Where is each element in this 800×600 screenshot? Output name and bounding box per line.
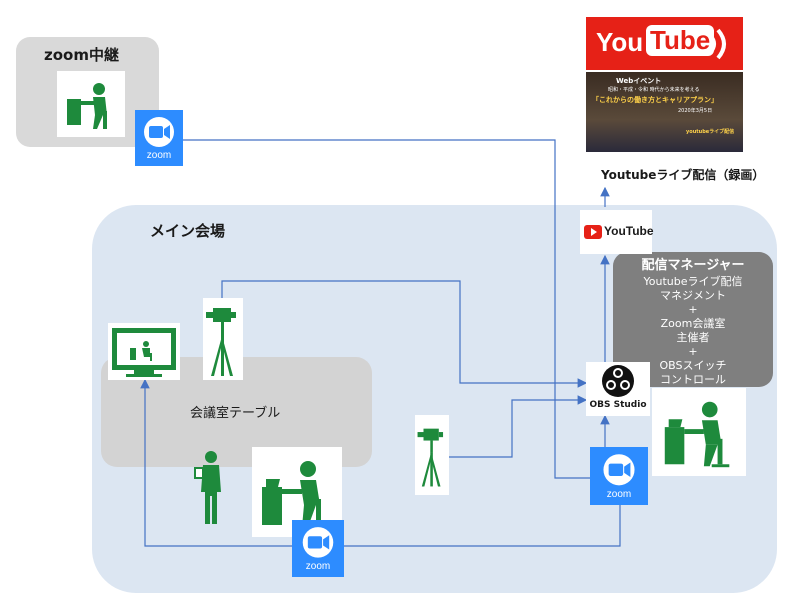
manager-line: +: [688, 303, 698, 316]
person-at-desk-icon: [262, 461, 328, 528]
youtube-logo-tube: Tube: [646, 25, 715, 56]
monitor-icon: [112, 328, 176, 377]
zoom-label: zoom: [606, 489, 632, 500]
video-camera-tripod-icon: [206, 308, 236, 376]
event-banner-date: 2020年3月5日: [678, 108, 713, 114]
event-banner-line1: Webイベント: [616, 77, 662, 85]
youtube-small-logo: YouTube: [580, 210, 654, 254]
zoom-relay-title: zoom中継: [44, 46, 119, 64]
standing-person-icon: [194, 451, 221, 524]
distribution-manager-title: 配信マネージャー: [641, 258, 745, 273]
zoom-app-tile: zoom: [135, 110, 183, 166]
zoom-camera-icon: [144, 117, 174, 147]
manager-line: コントロール: [660, 373, 726, 386]
person-at-desk-icon: [67, 83, 107, 129]
manager-line: OBSスイッチ: [659, 359, 727, 372]
zoom-label: zoom: [305, 561, 331, 572]
manager-line: Zoom会議室: [660, 317, 726, 330]
manager-line: 主催者: [676, 331, 710, 344]
event-banner-image: Webイベント 昭和・平成・令和 時代から未来を考える 「これからの働き方とキャ…: [586, 72, 743, 152]
event-banner-line3: 「これからの働き方とキャリアプラン」: [592, 96, 718, 104]
obs-studio-label: OBS Studio: [589, 400, 647, 410]
video-camera-tripod-icon: [417, 428, 444, 487]
zoom-camera-icon: [302, 527, 334, 558]
conference-table-label: 会議室テーブル: [190, 406, 281, 421]
manager-line: +: [688, 345, 698, 358]
remote-participant-card: [57, 71, 125, 137]
obs-studio-logo: OBS Studio: [586, 362, 650, 416]
youtube-small-logo-text: YouTube: [604, 224, 654, 238]
obs-studio-icon: [602, 365, 634, 397]
line-camera2-to-obs: [449, 395, 588, 458]
camera-tripod-1: [203, 298, 243, 380]
line-zoom-to-monitor: [140, 378, 621, 547]
zoom-app-tile: zoom: [590, 447, 648, 505]
youtube-logo-banner: You Tube: [586, 17, 743, 70]
line-camera1-to-obs: [221, 280, 588, 388]
event-banner-footer: youtubeライブ配信: [686, 129, 735, 135]
person-at-desk-icon: [664, 401, 730, 468]
broadcast-waves-icon: [708, 28, 726, 60]
manager-line: マネジメント: [660, 289, 726, 302]
zoom-camera-icon: [603, 454, 635, 486]
event-banner-line2: 昭和・平成・令和 時代から未来を考える: [608, 87, 700, 93]
youtube-live-caption: Youtubeライブ配信（録画）: [601, 168, 765, 182]
zoom-label: zoom: [146, 150, 172, 161]
youtube-logo-you: You: [596, 27, 644, 57]
main-venue-title: メイン会場: [150, 222, 226, 240]
youtube-play-icon: [584, 225, 602, 239]
zoom-app-tile: zoom: [292, 520, 344, 577]
line-zoom-relay-to-venue-zoom: [183, 139, 590, 479]
manager-line: Youtubeライブ配信: [643, 275, 743, 288]
manager-at-desk-card: [652, 388, 746, 476]
monitor-card: [108, 323, 180, 380]
camera-tripod-2: [415, 415, 449, 495]
